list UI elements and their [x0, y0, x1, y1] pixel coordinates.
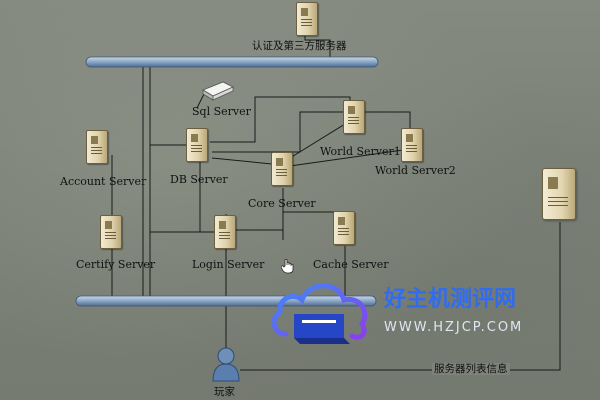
top-server-label: 认证及第三方服务器	[252, 40, 347, 52]
cache-server-icon	[333, 211, 355, 245]
world-server-1-label: World Server1	[320, 145, 401, 158]
login-server-label: Login Server	[192, 258, 265, 271]
world-server-2-label: World Server2	[375, 164, 456, 177]
sql-server-icon	[202, 81, 234, 101]
player-icon	[212, 347, 240, 382]
account-server-icon	[86, 130, 108, 164]
hand-cursor-icon	[281, 258, 294, 274]
core-server-icon	[271, 152, 293, 186]
core-server-label: Core Server	[248, 197, 316, 210]
server-list-label: 服务器列表信息	[432, 363, 510, 375]
player-label: 玩家	[214, 386, 235, 398]
db-server-label: DB Server	[170, 173, 228, 186]
server-list-server-icon	[542, 168, 576, 220]
certify-server-label: Certify Server	[76, 258, 156, 271]
cloud-logo-icon	[271, 283, 368, 344]
certify-server-icon	[100, 215, 122, 249]
world-server-2-icon	[401, 128, 423, 162]
account-server-label: Account Server	[60, 175, 147, 188]
auth-server-icon	[296, 2, 318, 36]
world-server-1-icon	[343, 100, 365, 134]
watermark-title: 好主机测评网	[384, 287, 517, 312]
login-server-icon	[214, 215, 236, 249]
watermark-url: WWW.HZJCP.COM	[384, 320, 524, 335]
db-server-icon	[186, 128, 208, 162]
cache-server-label: Cache Server	[313, 258, 389, 271]
sql-server-label: Sql Server	[192, 105, 251, 118]
